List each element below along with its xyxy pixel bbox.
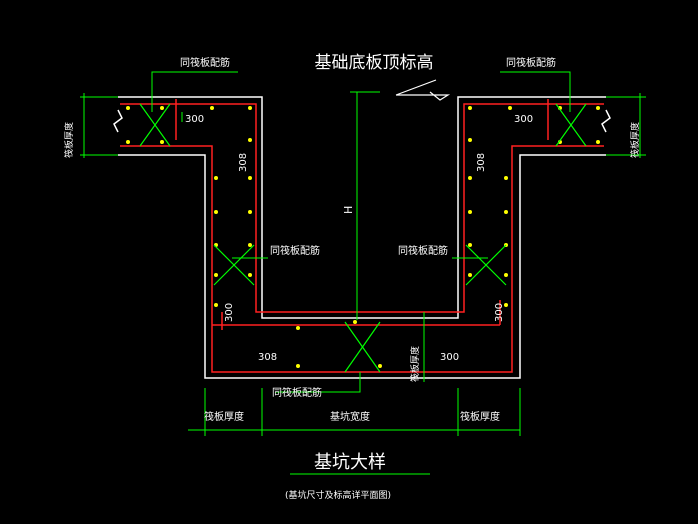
label-raft-thickness-bottom-right: 筏板厚度 <box>460 410 500 423</box>
label-same-raft-top-right: 同筏板配筋 <box>506 56 556 69</box>
cross-right-wall <box>465 244 507 286</box>
label-raft-thickness-left: 筏板厚度 <box>63 122 75 158</box>
drawing-subtitle: (基坑尺寸及标高详平面图) <box>285 489 391 501</box>
label-raft-thickness-right: 筏板厚度 <box>629 122 641 158</box>
break-mark-left <box>113 109 123 133</box>
cross-left-wall <box>213 244 255 286</box>
label-H: H <box>342 206 355 214</box>
inner-profile <box>118 154 606 379</box>
top-label: 基础底板顶标高 <box>315 53 434 73</box>
dim-300-bottom-right: 300 <box>440 352 459 363</box>
elevation-symbol <box>395 79 451 101</box>
dim-308-right-vertical: 308 <box>476 153 487 172</box>
label-same-raft-left-wall: 同筏板配筋 <box>270 244 320 257</box>
cross-top-left <box>139 103 171 147</box>
dim-300-top-left: 300 <box>185 114 204 125</box>
concrete-outline <box>113 96 611 379</box>
rebar-inner-left <box>120 103 604 313</box>
cross-bottom <box>344 321 381 373</box>
label-same-raft-bottom: 同筏板配筋 <box>272 386 322 399</box>
labels: 基础底板顶标高 同筏板配筋 同筏板配筋 同筏板配筋 同筏板配筋 同筏板配筋 筏板… <box>63 53 641 501</box>
rebar-lines <box>120 99 604 373</box>
cross-top-right <box>555 103 587 147</box>
rebar-outer-left <box>120 145 604 373</box>
dim-308-left-vertical: 308 <box>238 153 249 172</box>
label-pit-width: 基坑宽度 <box>330 410 370 423</box>
dim-300-left-bottom: 300 <box>224 303 235 322</box>
dim-308-bottom-left: 308 <box>258 352 277 363</box>
label-same-raft-top-left: 同筏板配筋 <box>180 56 230 69</box>
label-raft-thickness-bottom: 筏板厚度 <box>409 346 421 382</box>
dim-300-right-bottom: 300 <box>494 303 505 322</box>
break-mark-right <box>601 109 611 133</box>
dim-300-top-right: 300 <box>514 114 533 125</box>
label-raft-thickness-bottom-left: 筏板厚度 <box>204 410 244 423</box>
outer-profile <box>118 96 606 319</box>
drawing-title: 基坑大样 <box>314 452 386 473</box>
label-same-raft-right-wall: 同筏板配筋 <box>398 244 448 257</box>
dimension-lines <box>80 71 646 475</box>
cross-marks <box>139 103 587 373</box>
